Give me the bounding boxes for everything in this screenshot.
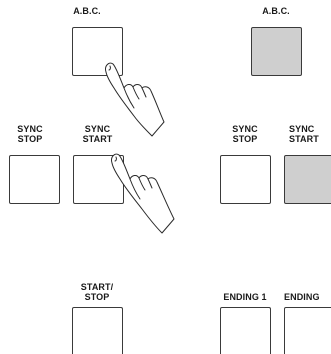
sync-start-button-right-pressed[interactable] — [284, 155, 331, 204]
sync-stop-button-right[interactable] — [220, 155, 271, 204]
abc-label-right: A.B.C. — [262, 6, 290, 16]
abc-button-left[interactable] — [72, 27, 123, 76]
start-stop-button[interactable] — [72, 307, 123, 354]
start-stop-label: START/ STOP — [80, 282, 114, 302]
ending1-label: ENDING 1 — [223, 292, 267, 302]
ending2-button[interactable] — [284, 307, 331, 354]
finger-press-icon — [105, 62, 165, 137]
sync-stop-label-right: SYNC STOP — [232, 124, 258, 144]
sync-start-label-right: SYNC START — [289, 124, 319, 144]
finger-press-icon — [111, 153, 175, 234]
ending2-label: ENDING — [284, 292, 320, 302]
sync-stop-label-left: SYNC STOP — [17, 124, 43, 144]
sync-stop-button-left[interactable] — [9, 155, 60, 204]
ending1-button[interactable] — [220, 307, 271, 354]
sync-start-label-left: SYNC START — [82, 124, 113, 144]
abc-button-right-pressed[interactable] — [251, 27, 302, 76]
abc-label-left: A.B.C. — [73, 6, 101, 16]
